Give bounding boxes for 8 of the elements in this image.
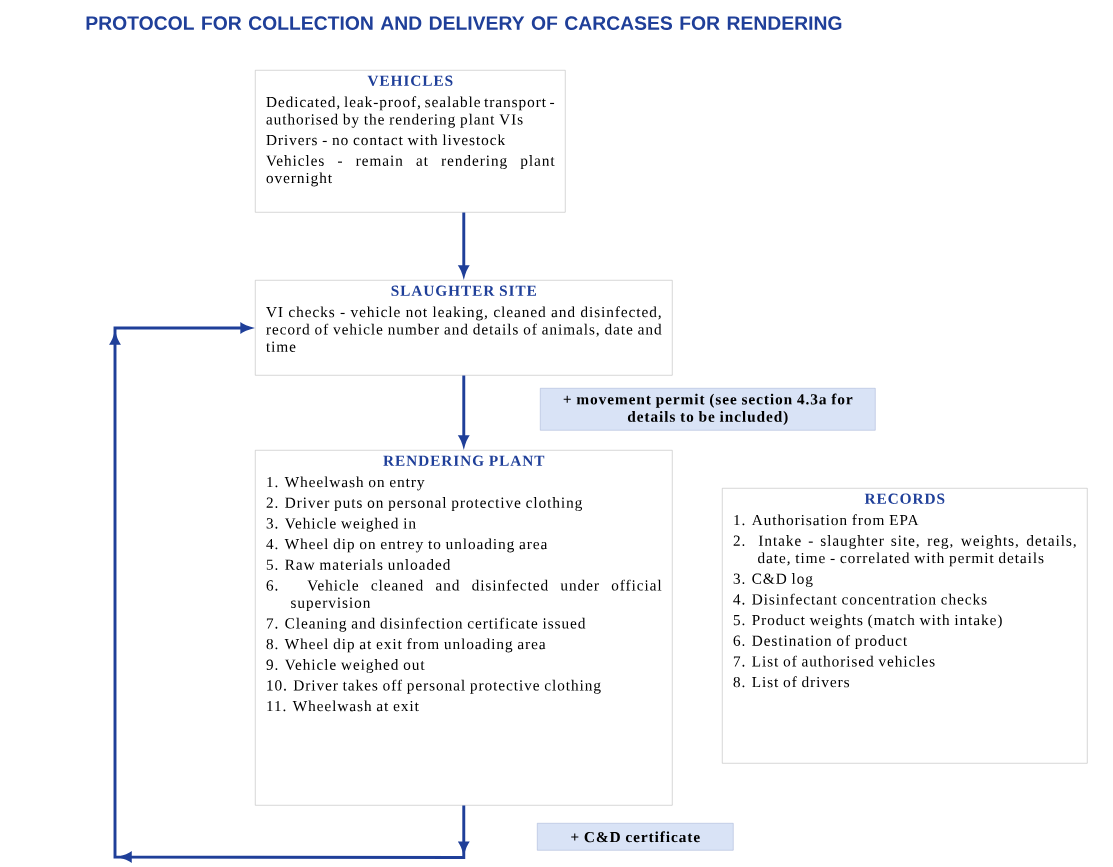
note-box: + C&D certificate: [537, 823, 734, 851]
note-box: + movement permit (see section 4.3a for details to be included): [540, 388, 876, 431]
process-box: VEHICLES Dedicated, leak-proof, sealable transport - authorised by the rendering plant VIs Drivers - no contact with livestock Vehicles - remain at rendering plant overnight: [255, 70, 566, 213]
title: PROTOCOL FOR COLLECTION AND DELIVERY OF CARCASES FOR RENDERING: [86, 16, 842, 30]
arrow: [110, 323, 469, 862]
list-box: RECORDS 1. Authorisation from EPA 2. Intake - slaughter site, reg, weights, details, date, time - correlated with permit details 3. C&D log 4. Disinfectant concentration checks 5. Product weights (match with intake) 6. Destination of product 7. List of authorised vehicles 8. List of drivers: [722, 488, 1088, 764]
process-box: SLAUGHTER SITE VI checks - vehicle not leaking, cleaned and disinfected, record of vehicle number and details of animals, date and time: [255, 280, 673, 376]
list-box: RENDERING PLANT 1. Wheelwash on entry 2. Driver puts on personal protective clothing 3. Vehicle weighed in 4. Wheel dip on entrey to unloading area 5. Raw materials unloaded 6. Vehicle cleaned and disinfected under official supervision 7. Cleaning and disinfection certificate issued 8. Wheel dip at exit from unloading area 9. Vehicle weighed out 10. Driver takes off personal protective clothing 11. Wheelwash at exit: [255, 450, 673, 806]
